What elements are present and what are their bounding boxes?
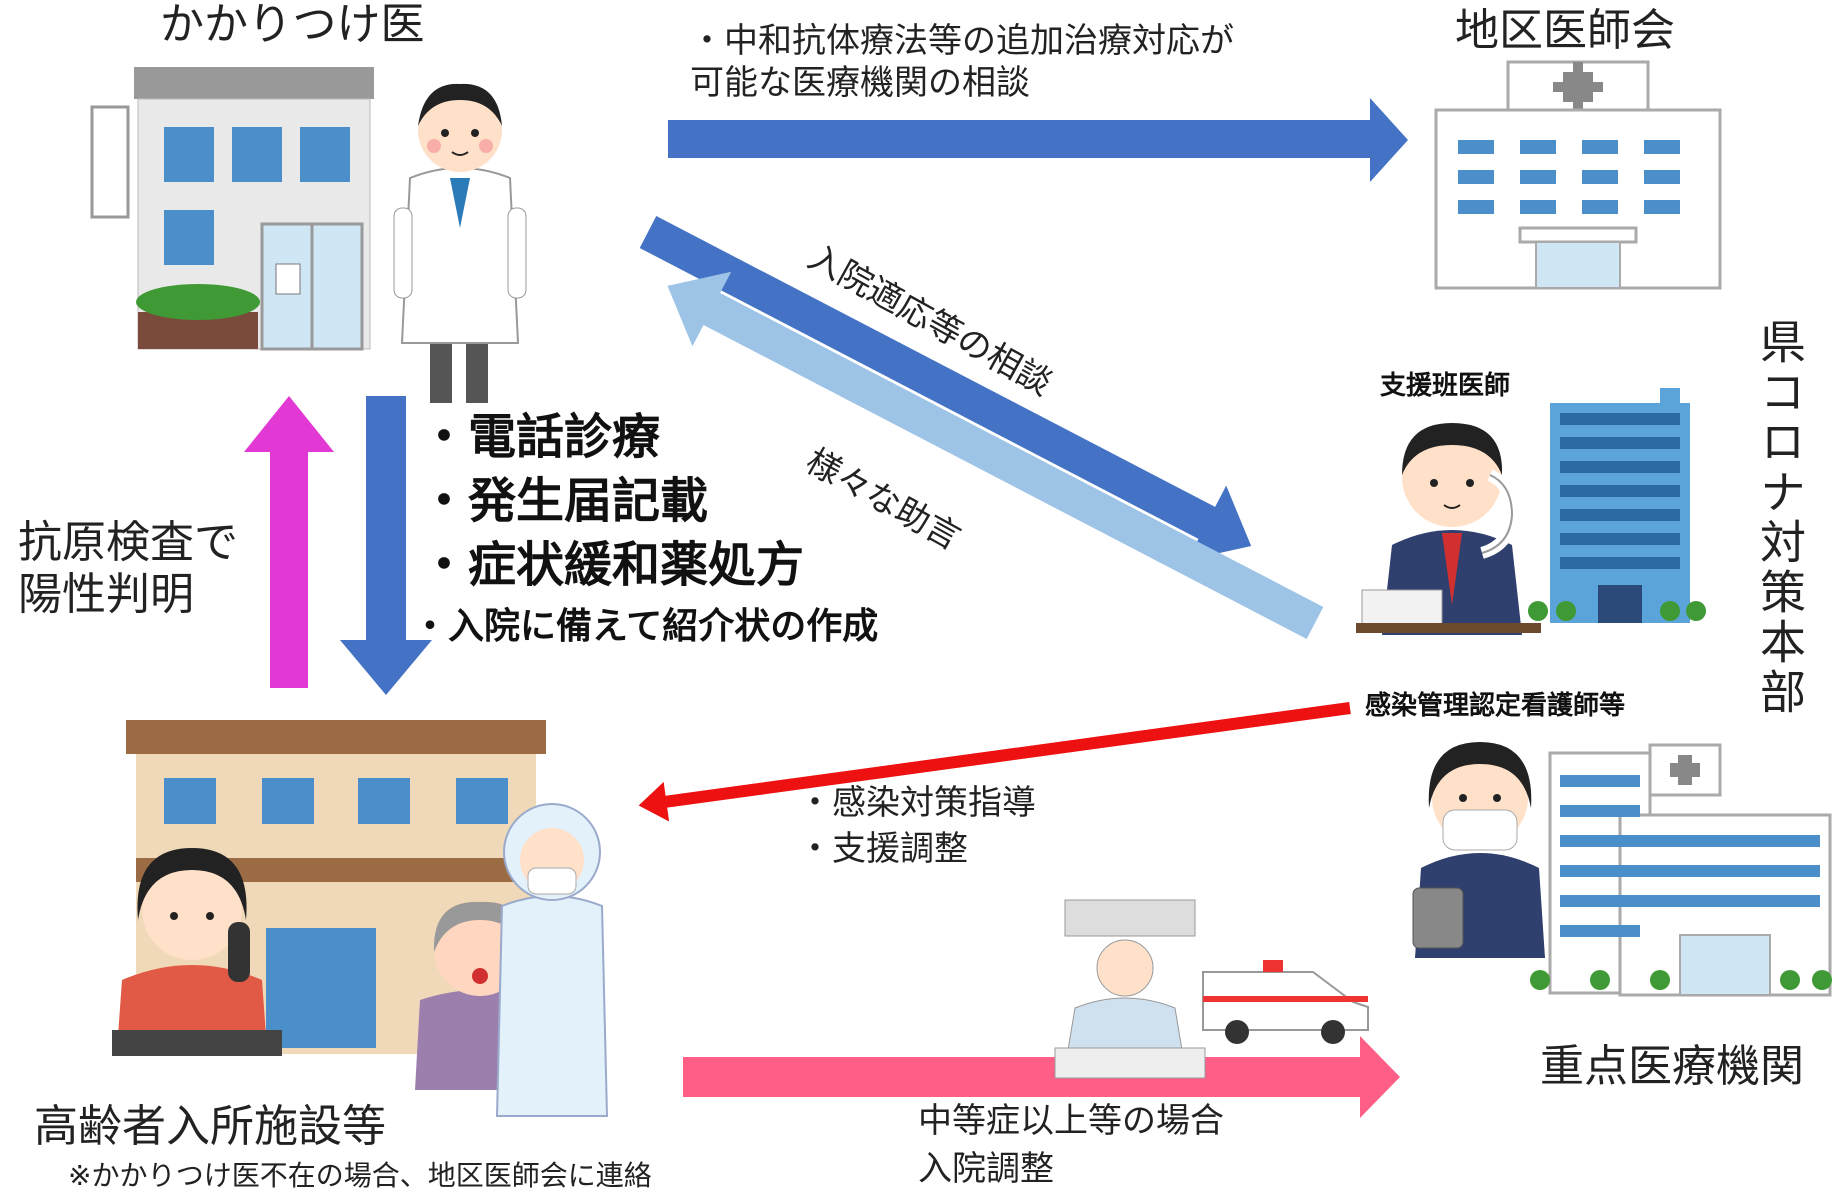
support-doctor-label: 支援班医師 — [1380, 371, 1511, 401]
arrow-to-chiku — [668, 98, 1408, 182]
hq-label: 県コロナ対策本部 — [1753, 318, 1807, 718]
antigen-line-1: 抗原検査で — [18, 517, 238, 568]
antigen-line-2: 陽性判明 — [18, 569, 194, 620]
support-doctor-icon — [1356, 423, 1541, 635]
doctor-action-phone: ・電話診療 — [420, 409, 661, 465]
facility-note: ※かかりつけ医不在の場合、地区医師会に連絡 — [68, 1159, 652, 1192]
to-chiku-line-2: 可能な医療機関の相談 — [690, 63, 1030, 103]
caregiver-phone-icon — [112, 848, 282, 1056]
office-tower-icon — [1528, 388, 1706, 623]
facility-label: 高齢者入所施設等 — [34, 1101, 386, 1152]
to-hospital-line-2: 入院調整 — [918, 1149, 1054, 1189]
to-chiku-line-1: ・中和抗体療法等の追加治療対応が — [690, 21, 1234, 61]
arrow-doctor-down — [340, 396, 432, 695]
doctor-icon — [393, 83, 527, 403]
ambulance-icon — [1202, 960, 1369, 1044]
arrow-to-hospital — [683, 1036, 1400, 1118]
hospital-icon — [1434, 60, 1722, 290]
hospital-label: 重点医療機関 — [1540, 1041, 1804, 1092]
doctor-action-referral: ・入院に備えて紹介状の作成 — [412, 606, 879, 647]
arrow-to-hq — [639, 216, 1252, 561]
arrow-antigen-up — [244, 396, 334, 688]
doctor-action-report: ・発生届記載 — [420, 473, 709, 529]
nurse-action-coordination: ・支援調整 — [798, 829, 968, 869]
to-hospital-line-1: 中等症以上等の場合 — [918, 1101, 1224, 1141]
hospital-bed-icon — [1054, 899, 1206, 1079]
kakaritsuke-label: かかりつけ医 — [160, 0, 425, 50]
arrow-from-hq — [667, 271, 1324, 639]
protective-suit-icon — [495, 803, 609, 1117]
chiku-label: 地区医師会 — [1455, 5, 1675, 56]
arrow-nurse-to-facility — [638, 702, 1351, 822]
hospital-complex-icon — [1530, 743, 1832, 997]
nurse-icon — [1412, 742, 1545, 958]
nurse-action-guidance: ・感染対策指導 — [798, 783, 1036, 823]
clinic-building-icon — [90, 67, 374, 351]
doctor-action-prescribe: ・症状緩和薬処方 — [420, 537, 805, 593]
nurse-label: 感染管理認定看護師等 — [1365, 691, 1626, 721]
